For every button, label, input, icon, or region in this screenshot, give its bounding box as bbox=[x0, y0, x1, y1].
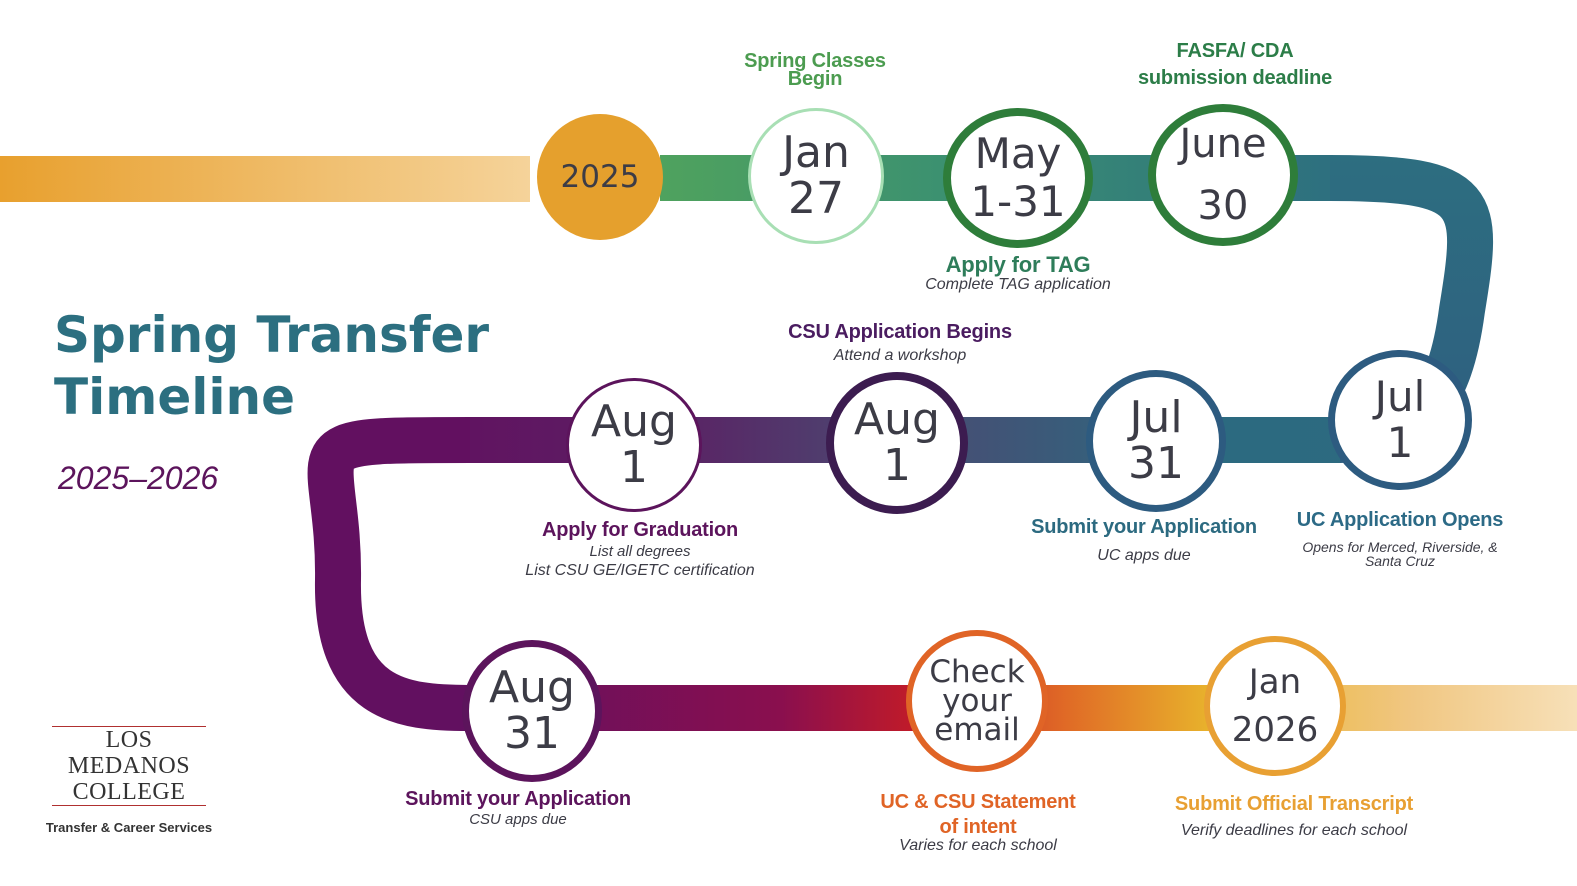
logo-department: Transfer & Career Services bbox=[45, 820, 213, 835]
label-fasfa-line1: FASFA/ CDA bbox=[1176, 40, 1294, 62]
node-jan-27: Jan 27 bbox=[748, 108, 884, 244]
label-intent-line1: UC & CSU Statement bbox=[880, 791, 1076, 813]
node-email-line-1: Check bbox=[929, 653, 1025, 690]
node-jul-1-month: Jul bbox=[1374, 372, 1426, 421]
node-aug-1-csu-day: 1 bbox=[883, 440, 911, 491]
node-aug-31: Aug 31 bbox=[462, 640, 602, 782]
node-aug-31-day: 31 bbox=[504, 708, 560, 759]
node-jul-31-day: 31 bbox=[1128, 438, 1184, 489]
node-jul-1: Jul 1 bbox=[1328, 350, 1472, 490]
label-graduation-sub1: List all degrees bbox=[589, 543, 691, 560]
node-june-month: June bbox=[1179, 121, 1267, 167]
label-uc-submit-title: Submit your Application bbox=[1031, 516, 1257, 538]
label-graduation-title: Apply for Graduation bbox=[541, 519, 738, 541]
label-uc-opens-sub2: Santa Cruz bbox=[1364, 553, 1436, 569]
label-tag: Apply for TAG Complete TAG application bbox=[900, 252, 1136, 294]
node-jan-2026-month: Jan bbox=[1248, 662, 1302, 702]
label-uc-opens-title: UC Application Opens bbox=[1296, 509, 1504, 531]
node-jan-27-month: Jan bbox=[782, 127, 850, 178]
node-email-line-2: your bbox=[942, 682, 1012, 719]
node-aug-1-grad-month: Aug bbox=[591, 396, 677, 447]
node-email-line-3: email bbox=[934, 711, 1020, 748]
label-uc-opens-sub1: Opens for Merced, Riverside, & bbox=[1302, 539, 1498, 555]
node-check-email: Check your email bbox=[906, 630, 1048, 772]
label-fasfa: FASFA/ CDA submission deadline bbox=[1110, 38, 1360, 92]
label-csu-submit: Submit your Application CSU apps due bbox=[388, 788, 648, 828]
node-jan-2026-year: 2026 bbox=[1231, 710, 1319, 750]
label-spring-classes-line1: Spring Classes bbox=[744, 50, 886, 72]
year-range: 2025–2026 bbox=[58, 460, 219, 496]
page-title: Spring Transfer Timeline bbox=[54, 304, 489, 428]
label-csu-begins-title: CSU Application Begins bbox=[788, 321, 1012, 343]
label-transcript: Submit Official Transcript Verify deadli… bbox=[1160, 793, 1428, 840]
node-aug-1-graduation: Aug 1 bbox=[566, 378, 702, 512]
label-graduation: Apply for Graduation List all degrees Li… bbox=[500, 519, 780, 580]
label-csu-submit-sub: CSU apps due bbox=[469, 811, 567, 828]
node-jan-27-day: 27 bbox=[788, 173, 844, 224]
node-jan-2026: Jan 2026 bbox=[1204, 636, 1346, 776]
label-graduation-sub2: List CSU GE/IGETC certification bbox=[525, 562, 755, 579]
road-lead bbox=[0, 156, 530, 202]
label-uc-opens: UC Application Opens Opens for Merced, R… bbox=[1280, 509, 1520, 568]
node-jul-31-month: Jul bbox=[1129, 392, 1183, 443]
label-statement-intent: UC & CSU Statement of intent Varies for … bbox=[858, 791, 1098, 855]
label-spring-classes-line2: Begin bbox=[787, 68, 843, 90]
node-may-1-31: May 1-31 bbox=[943, 108, 1093, 248]
node-june-day: 30 bbox=[1197, 183, 1249, 229]
node-may-days: 1-31 bbox=[970, 177, 1066, 226]
node-aug-31-month: Aug bbox=[489, 662, 575, 713]
label-intent-sub: Varies for each school bbox=[899, 837, 1057, 854]
label-csu-begins-sub: Attend a workshop bbox=[833, 347, 967, 364]
title-line-2: Timeline bbox=[54, 368, 296, 426]
logo-line-2: COLLEGE bbox=[72, 779, 186, 805]
label-csu-begins: CSU Application Begins Attend a workshop bbox=[770, 321, 1030, 365]
node-may-month: May bbox=[974, 129, 1062, 178]
label-fasfa-line2: submission deadline bbox=[1137, 67, 1333, 89]
label-csu-submit-title: Submit your Application bbox=[405, 788, 631, 810]
road-curve-left bbox=[307, 417, 471, 731]
node-2025: 2025 bbox=[537, 114, 663, 240]
label-tag-title: Apply for TAG bbox=[945, 252, 1091, 277]
node-jul-1-day: 1 bbox=[1386, 418, 1414, 467]
label-intent-line2: of intent bbox=[939, 816, 1017, 838]
node-2025-label: 2025 bbox=[560, 159, 640, 195]
label-uc-submit-sub: UC apps due bbox=[1097, 547, 1191, 564]
title-line-1: Spring Transfer bbox=[54, 306, 490, 364]
logo-rule-top bbox=[52, 726, 206, 727]
node-jul-31: Jul 31 bbox=[1086, 370, 1226, 512]
label-uc-submit: Submit your Application UC apps due bbox=[1014, 516, 1274, 565]
node-june-30: June 30 bbox=[1148, 104, 1298, 246]
logo-rule-bottom bbox=[52, 805, 206, 806]
node-aug-1-csu-month: Aug bbox=[854, 394, 940, 445]
logo-line-1: LOS MEDANOS bbox=[67, 727, 191, 779]
college-logo: LOS MEDANOS COLLEGE Transfer & Career Se… bbox=[44, 726, 214, 835]
label-tag-sub: Complete TAG application bbox=[925, 276, 1111, 293]
label-spring-classes: Spring Classes Begin bbox=[715, 50, 915, 90]
node-aug-1-grad-day: 1 bbox=[620, 442, 648, 493]
label-transcript-sub: Verify deadlines for each school bbox=[1180, 822, 1408, 839]
node-aug-1-csu: Aug 1 bbox=[826, 372, 968, 514]
label-transcript-title: Submit Official Transcript bbox=[1174, 793, 1414, 815]
